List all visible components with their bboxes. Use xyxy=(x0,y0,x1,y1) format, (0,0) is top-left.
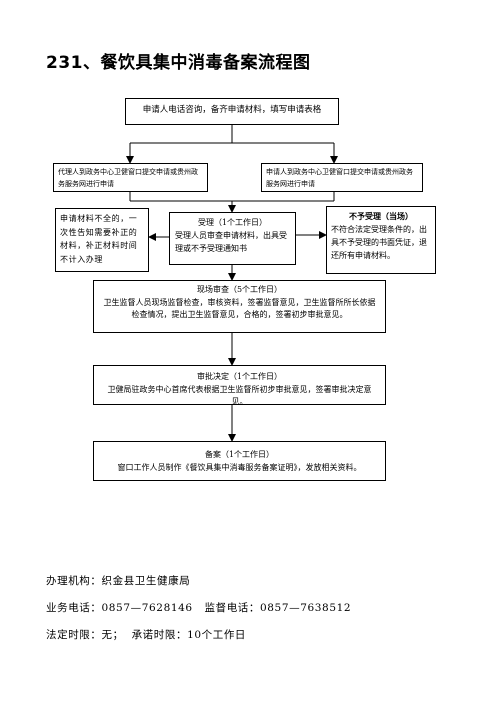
record-title: 备案（1个工作日） xyxy=(204,450,275,459)
record-box: 备案（1个工作日） 窗口工作人员制作《餐饮具集中消毒服务备案证明》，发放相关资料… xyxy=(93,441,386,481)
accept-title: 受理（1个工作日） xyxy=(197,218,268,227)
reject-title: 不予受理（当场） xyxy=(349,211,413,221)
submit-right-box: 申请人到政务中心卫健窗口提交申请或贵州政务服务网进行申请 xyxy=(261,163,423,192)
approve-title: 审批决定（1个工作日） xyxy=(196,372,283,381)
accept-body: 受理人员审查申请材料，出具受理或不予受理通知书 xyxy=(175,231,287,253)
incomplete-box: 申请材料不全的，一次性告知需要补正的材料，补正材料时间不计入办理 xyxy=(55,208,149,272)
inspect-box: 现场审查（5个工作日） 卫生监督人员现场监督检查，审核资料，签署监督意见，卫生监… xyxy=(93,280,386,333)
approve-body: 卫健局驻政务中心首席代表根据卫生监督所初步审批意见，签署审批决定意见。 xyxy=(107,384,372,405)
page-title: 231、餐饮具集中消毒备案流程图 xyxy=(46,53,311,73)
footer-time-limit: 法定时限：无； 承诺时限：10个工作日 xyxy=(46,629,247,641)
consult-text: 申请人电话咨询，备齐申请材料，填写申请表格 xyxy=(142,105,322,115)
footer-agency: 办理机构：织金县卫生健康局 xyxy=(46,575,191,587)
record-body: 窗口工作人员制作《餐饮具集中消毒服务备案证明》，发放相关资料。 xyxy=(117,462,362,472)
incomplete-text: 申请材料不全的，一次性告知需要补正的材料，补正材料时间不计入办理 xyxy=(60,214,138,264)
consult-box: 申请人电话咨询，备齐申请材料，填写申请表格 xyxy=(125,98,339,125)
reject-box: 不予受理（当场） 不符合法定受理条件的，出具不予受理的书面凭证，退还所有申请材料… xyxy=(326,206,436,274)
reject-body: 不符合法定受理条件的，出具不予受理的书面凭证，退还所有申请材料。 xyxy=(331,225,427,260)
inspect-title: 现场审查（5个工作日） xyxy=(196,285,283,294)
submit-left-box: 代理人到政务中心卫健窗口提交申请或贵州政务服务网进行申请 xyxy=(53,163,208,192)
accept-box: 受理（1个工作日） 受理人员审查申请材料，出具受理或不予受理通知书 xyxy=(169,212,296,265)
approve-box: 审批决定（1个工作日） 卫健局驻政务中心首席代表根据卫生监督所初步审批意见，签署… xyxy=(93,365,386,405)
submit-right-text: 申请人到政务中心卫健窗口提交申请或贵州政务服务网进行申请 xyxy=(266,168,413,188)
inspect-body: 卫生监督人员现场监督检查，审核资料，签署监督意见，卫生监督所所长依据检查情况，提… xyxy=(103,297,376,320)
submit-left-text: 代理人到政务中心卫健窗口提交申请或贵州政务服务网进行申请 xyxy=(58,168,198,188)
footer-phones: 业务电话：0857—7628146 监督电话：0857—7638512 xyxy=(46,602,352,614)
